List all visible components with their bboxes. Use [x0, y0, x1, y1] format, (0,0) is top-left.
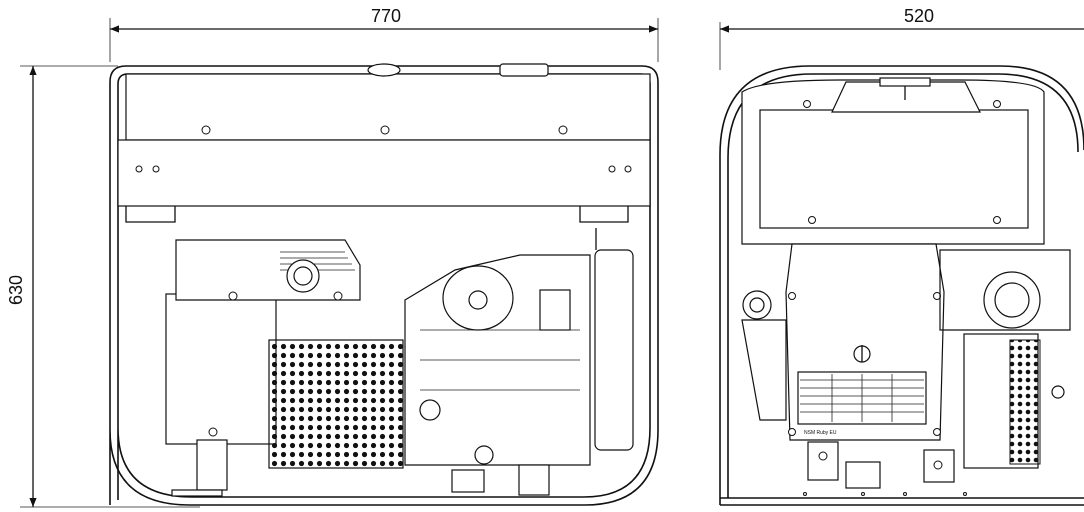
side-roll-frame [719, 65, 1084, 505]
front-view [109, 63, 659, 506]
dimension-height: 630 [6, 65, 200, 508]
decal-label: NSM Ruby EU [804, 430, 837, 436]
muffler-guard [268, 339, 404, 469]
side-view: NSM Ruby EU [719, 65, 1084, 506]
front-left-foot [196, 439, 228, 491]
dimension-front-width: 770 [109, 6, 659, 62]
front-roll-frame [109, 65, 659, 506]
height-label: 630 [6, 275, 26, 305]
side-vent-louvres [797, 371, 927, 425]
dimension-side-width: 520 [719, 6, 1084, 70]
recoil-starter [594, 249, 634, 451]
side-width-label: 520 [904, 6, 934, 26]
front-width-label: 770 [371, 6, 401, 26]
alternator [165, 293, 277, 445]
tank-bracket [117, 139, 651, 207]
